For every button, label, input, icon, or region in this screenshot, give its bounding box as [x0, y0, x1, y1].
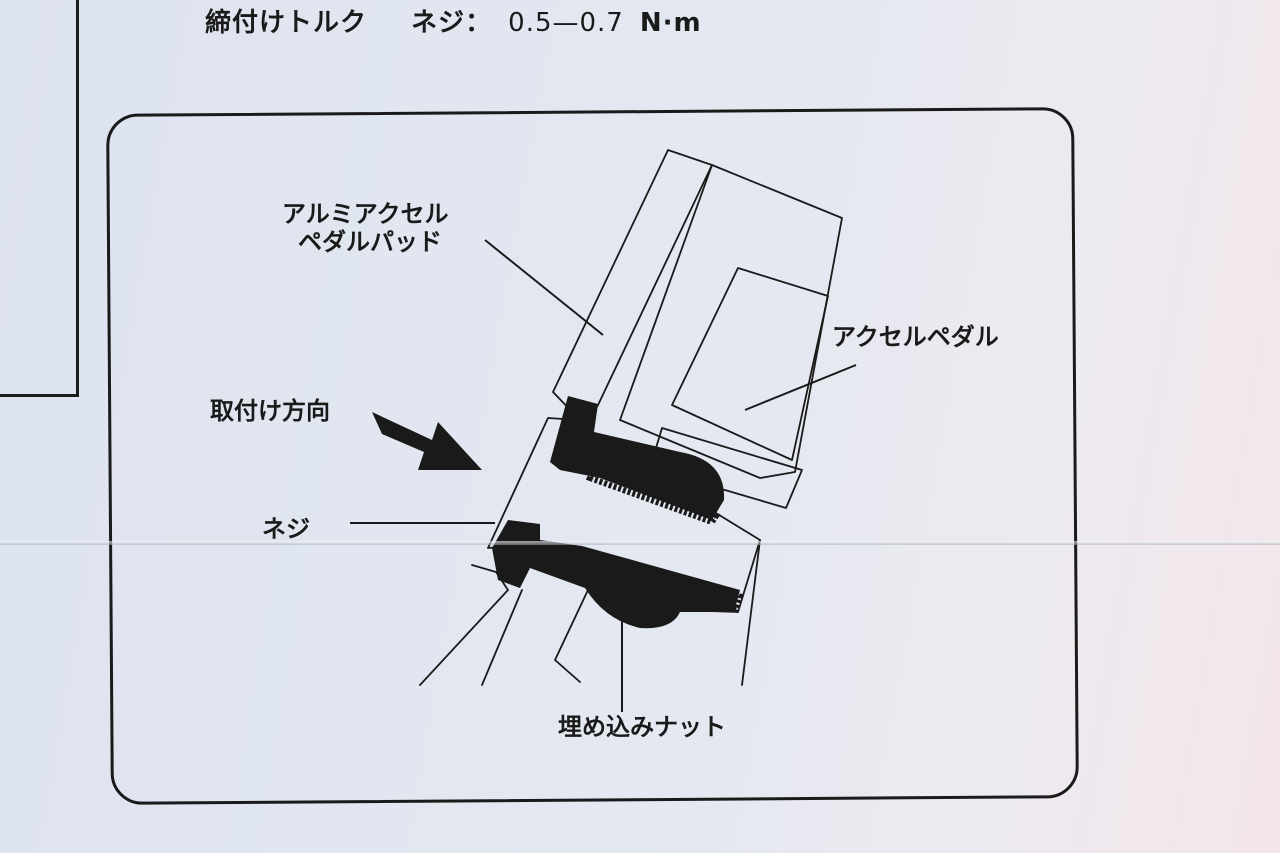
torque-spec: 締付けトルク ネジ： 0.5—0.7 N·m: [205, 2, 708, 39]
pedal-pad-label-line1: アルミアクセル: [282, 200, 449, 228]
torque-label: 締付けトルク: [205, 8, 368, 38]
upper-screw: [550, 396, 725, 526]
diagram-frame: [106, 107, 1079, 805]
install-direction-label: 取付け方向: [210, 397, 330, 425]
lower-screw: [492, 520, 744, 629]
torque-value: 0.5—0.7: [508, 8, 624, 38]
accel-pedal-lower-right: [741, 539, 761, 686]
accel-pedal-label: アクセルペダル: [832, 323, 999, 351]
accel-pedal-outline: [619, 164, 843, 479]
install-direction-arrow: [372, 412, 482, 470]
paper-fold-crease: [0, 541, 1280, 545]
embedded-nut-label: 埋め込みナット: [558, 713, 726, 741]
pedal-pad-lower-outline: [419, 564, 509, 686]
accel-pedal-lower-mid: [554, 589, 589, 683]
pedal-pad-leader: [484, 239, 604, 336]
screw-label-diagram: ネジ: [262, 515, 310, 543]
torque-unit: N·m: [639, 8, 702, 38]
pedal-pad-label-line2: ペダルパッド: [298, 228, 442, 256]
screw-label: ネジ：: [411, 8, 493, 38]
accel-pedal-lower-left: [481, 589, 523, 686]
accel-pedal-leader: [744, 364, 857, 411]
adjacent-figure-frame: [0, 0, 79, 397]
pedal-pad-label: アルミアクセル ペダルパッド: [282, 200, 449, 256]
accel-pedal-inner: [671, 267, 829, 461]
pedal-pad-outline: [552, 149, 713, 421]
